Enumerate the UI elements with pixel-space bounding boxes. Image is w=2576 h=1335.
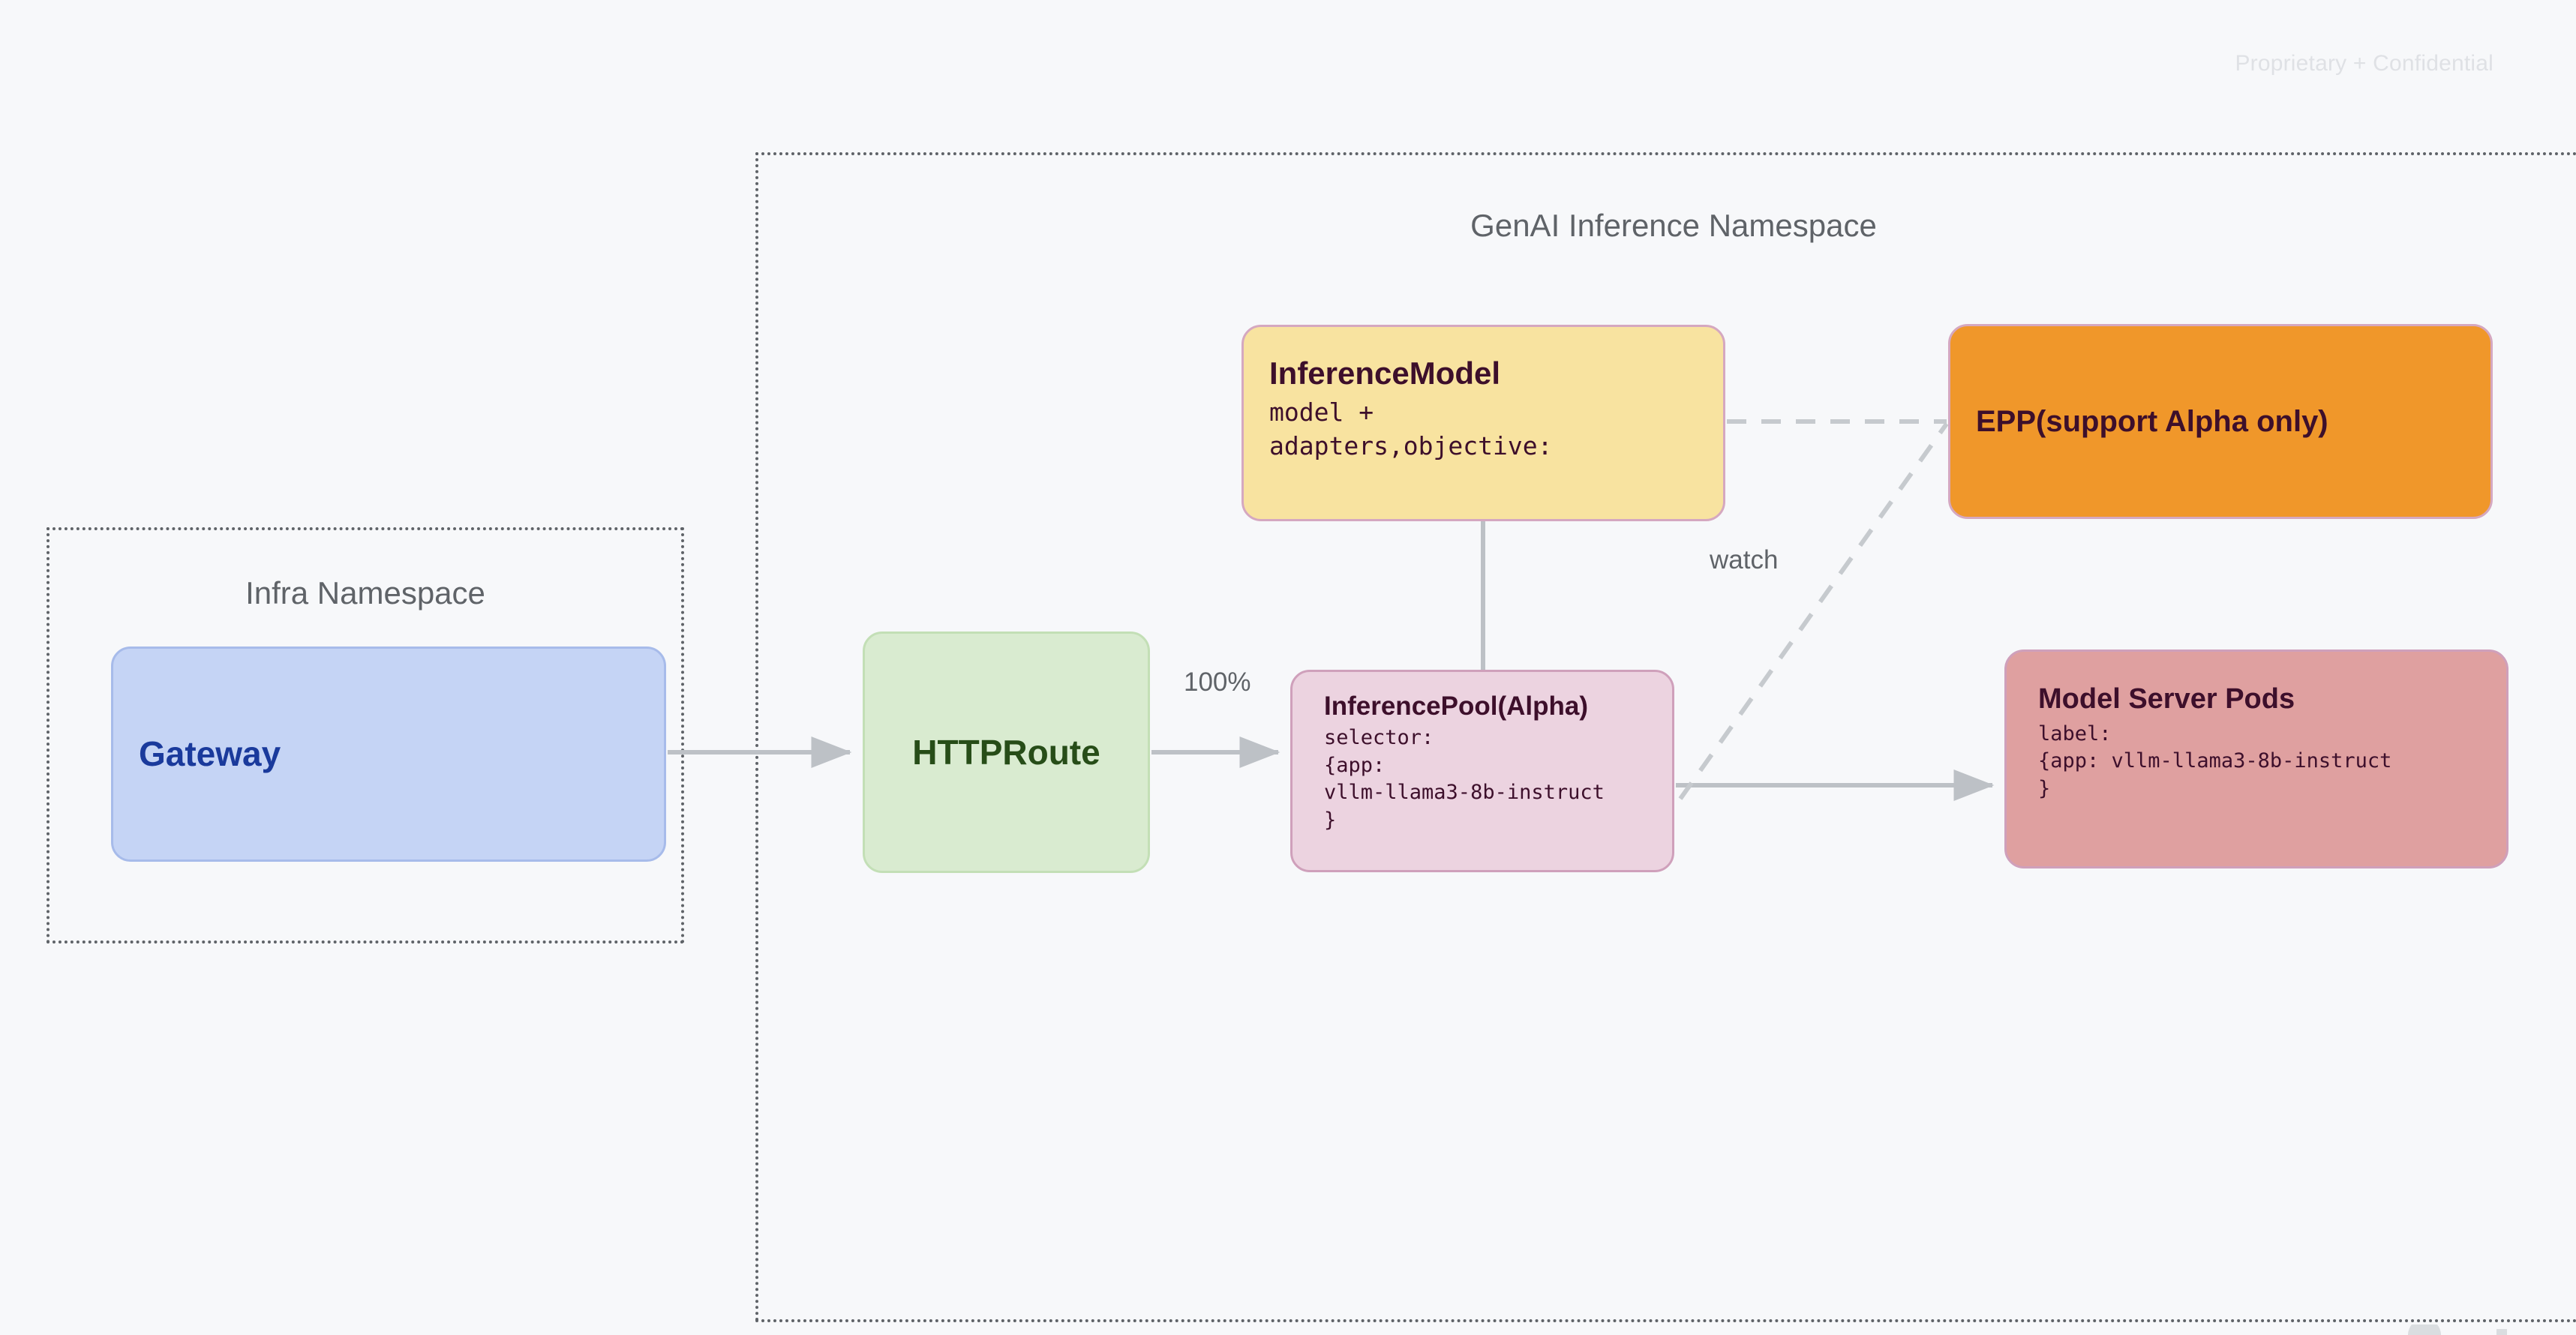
node-httproute[interactable]: HTTPRoute [863,632,1150,873]
node-gateway[interactable]: Gateway [111,646,666,862]
node-httproute-title: HTTPRoute [912,732,1100,772]
partial-logo-mark [2408,1324,2507,1335]
edge-label-traffic-weight: 100% [1184,668,1251,697]
node-inferencepool-body: selector: {app: vllm-llama3-8b-instruct … [1324,726,1605,832]
namespace-genai-inference: GenAI Inference Namespace [755,152,2576,1322]
node-gateway-title: Gateway [139,734,281,774]
node-model-server-pods-body: label: {app: vllm-llama3-8b-instruct } [2038,722,2392,800]
node-inferencepool[interactable]: InferencePool(Alpha) selector: {app: vll… [1290,670,1674,872]
node-epp-title: EPP(support Alpha only) [1976,405,2328,438]
node-inferencemodel-title: InferenceModel [1269,356,1501,391]
node-model-server-pods[interactable]: Model Server Pods label: {app: vllm-llam… [2004,650,2508,868]
node-inferencemodel-body: model + adapters,objective: [1269,398,1553,460]
edge-label-watch: watch [1710,545,1779,574]
node-model-server-pods-title: Model Server Pods [2038,683,2295,715]
namespace-infra: Infra Namespace [47,527,684,944]
namespace-infra-title: Infra Namespace [245,575,485,610]
node-inferencemodel[interactable]: InferenceModel model + adapters,objectiv… [1241,325,1725,521]
confidential-notice: Proprietary + Confidential [2235,51,2493,76]
node-epp[interactable]: EPP(support Alpha only) [1948,324,2493,519]
namespace-genai-title: GenAI Inference Namespace [1470,208,1877,243]
node-inferencepool-title: InferencePool(Alpha) [1324,692,1588,721]
